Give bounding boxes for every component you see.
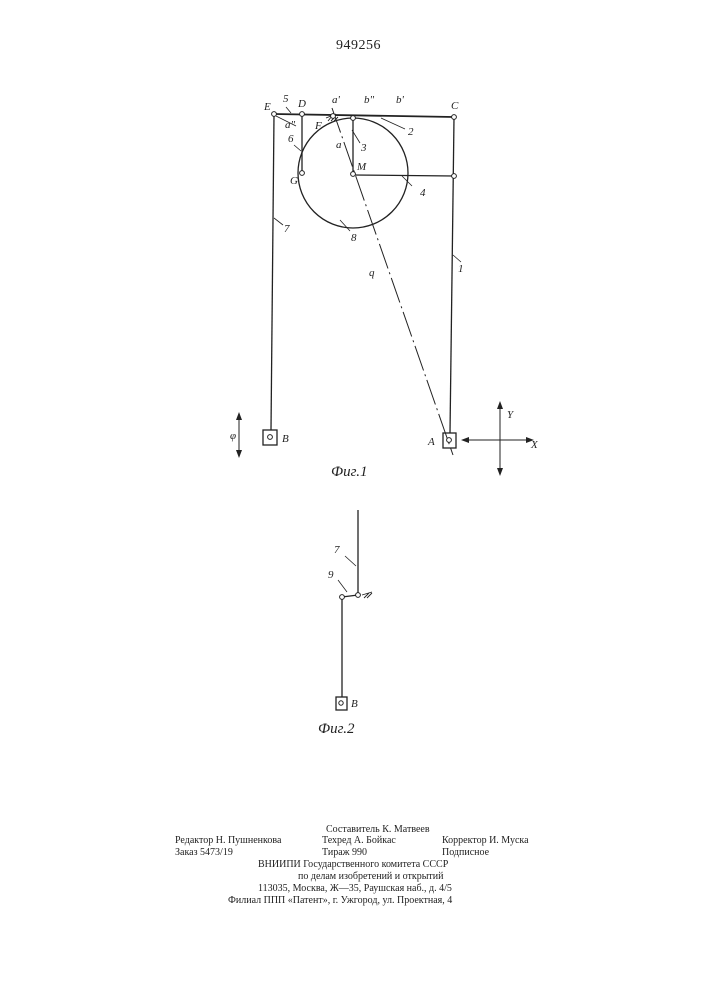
label-phi: φ [230, 430, 236, 442]
fig2-joint-pivot [356, 593, 361, 598]
leader-6 [294, 145, 301, 151]
joint-F [331, 114, 336, 119]
figure1-caption: Фиг.1 [331, 464, 367, 480]
segment-q [332, 108, 453, 455]
joint-B [268, 435, 273, 440]
leader-1 [453, 255, 461, 262]
label-B: B [282, 433, 289, 445]
label-7: 7 [284, 223, 290, 235]
figure2-caption: Фиг.2 [318, 721, 355, 737]
fig2-leader-7 [345, 556, 356, 566]
joint-C [452, 115, 457, 120]
x-arrow-left-head [461, 437, 469, 443]
label-a: a [336, 139, 342, 151]
colophon-tirage: Тираж 990 [322, 847, 367, 858]
joint-4-right [452, 174, 457, 179]
colophon-techred: Техред А. Бойкас [322, 835, 396, 846]
colophon-order: Заказ 5473/19 [175, 847, 233, 858]
y-arrow-down-head [497, 468, 503, 476]
phi-arrow-down-head [236, 450, 242, 458]
link-7 [271, 115, 274, 430]
phi-arrow-up-head [236, 412, 242, 420]
fig2-joint-end [340, 595, 345, 600]
joint-A [447, 438, 452, 443]
link-1 [450, 118, 454, 433]
joint-D [300, 112, 305, 117]
fig2-label-7: 7 [334, 544, 340, 556]
colophon-corrector: Корректор И. Муска [442, 835, 529, 846]
colophon-institute: ВНИИПИ Государственного комитета СССР [258, 859, 449, 870]
joint-top-3 [351, 116, 356, 121]
label-X: X [530, 439, 539, 451]
link-4 [353, 175, 454, 176]
label-1: 1 [458, 263, 464, 275]
leader-7 [274, 218, 283, 225]
y-arrow-up-head [497, 401, 503, 409]
label-3: 3 [360, 142, 367, 154]
label-q: q [369, 267, 375, 279]
fig2-joint-B [339, 701, 343, 705]
colophon-branch: Филиал ППП «Патент», г. Ужгород, ул. Про… [228, 895, 452, 906]
label-4: 4 [420, 187, 426, 199]
label-Y: Y [507, 409, 515, 421]
label-D: D [297, 98, 306, 110]
fig2-fixed-hatch [362, 592, 372, 598]
label-A: A [427, 436, 435, 448]
label-E: E [263, 101, 271, 113]
fig2-label-B: B [351, 698, 358, 710]
fig2-leader-9 [338, 580, 347, 592]
colophon-affairs: по делам изобретений и открытий [298, 871, 444, 882]
fig2-label-9: 9 [328, 569, 334, 581]
leader-5 [286, 107, 291, 113]
joint-G [300, 171, 305, 176]
label-M: M [356, 161, 367, 173]
colophon-address: 113035, Москва, Ж—35, Раушская наб., д. … [258, 883, 452, 894]
label-8: 8 [351, 232, 357, 244]
leader-8 [340, 220, 350, 231]
joint-M [351, 172, 356, 177]
label-G: G [290, 175, 298, 187]
label-6: 6 [288, 133, 294, 145]
label-2: 2 [408, 126, 414, 138]
label-a-prime: a' [332, 94, 341, 106]
joint-E [272, 112, 277, 117]
colophon-subscription: Подписное [442, 847, 490, 858]
label-a-dprime: a" [285, 119, 296, 131]
label-F: F [314, 120, 322, 132]
label-b-dprime: b" [364, 94, 375, 106]
colophon-editor: Редактор Н. Пушненкова [175, 835, 282, 846]
label-C: C [451, 100, 459, 112]
colophon-compiler: Составитель К. Матвеев [326, 824, 430, 835]
label-b-prime: b' [396, 94, 405, 106]
label-5: 5 [283, 93, 289, 105]
